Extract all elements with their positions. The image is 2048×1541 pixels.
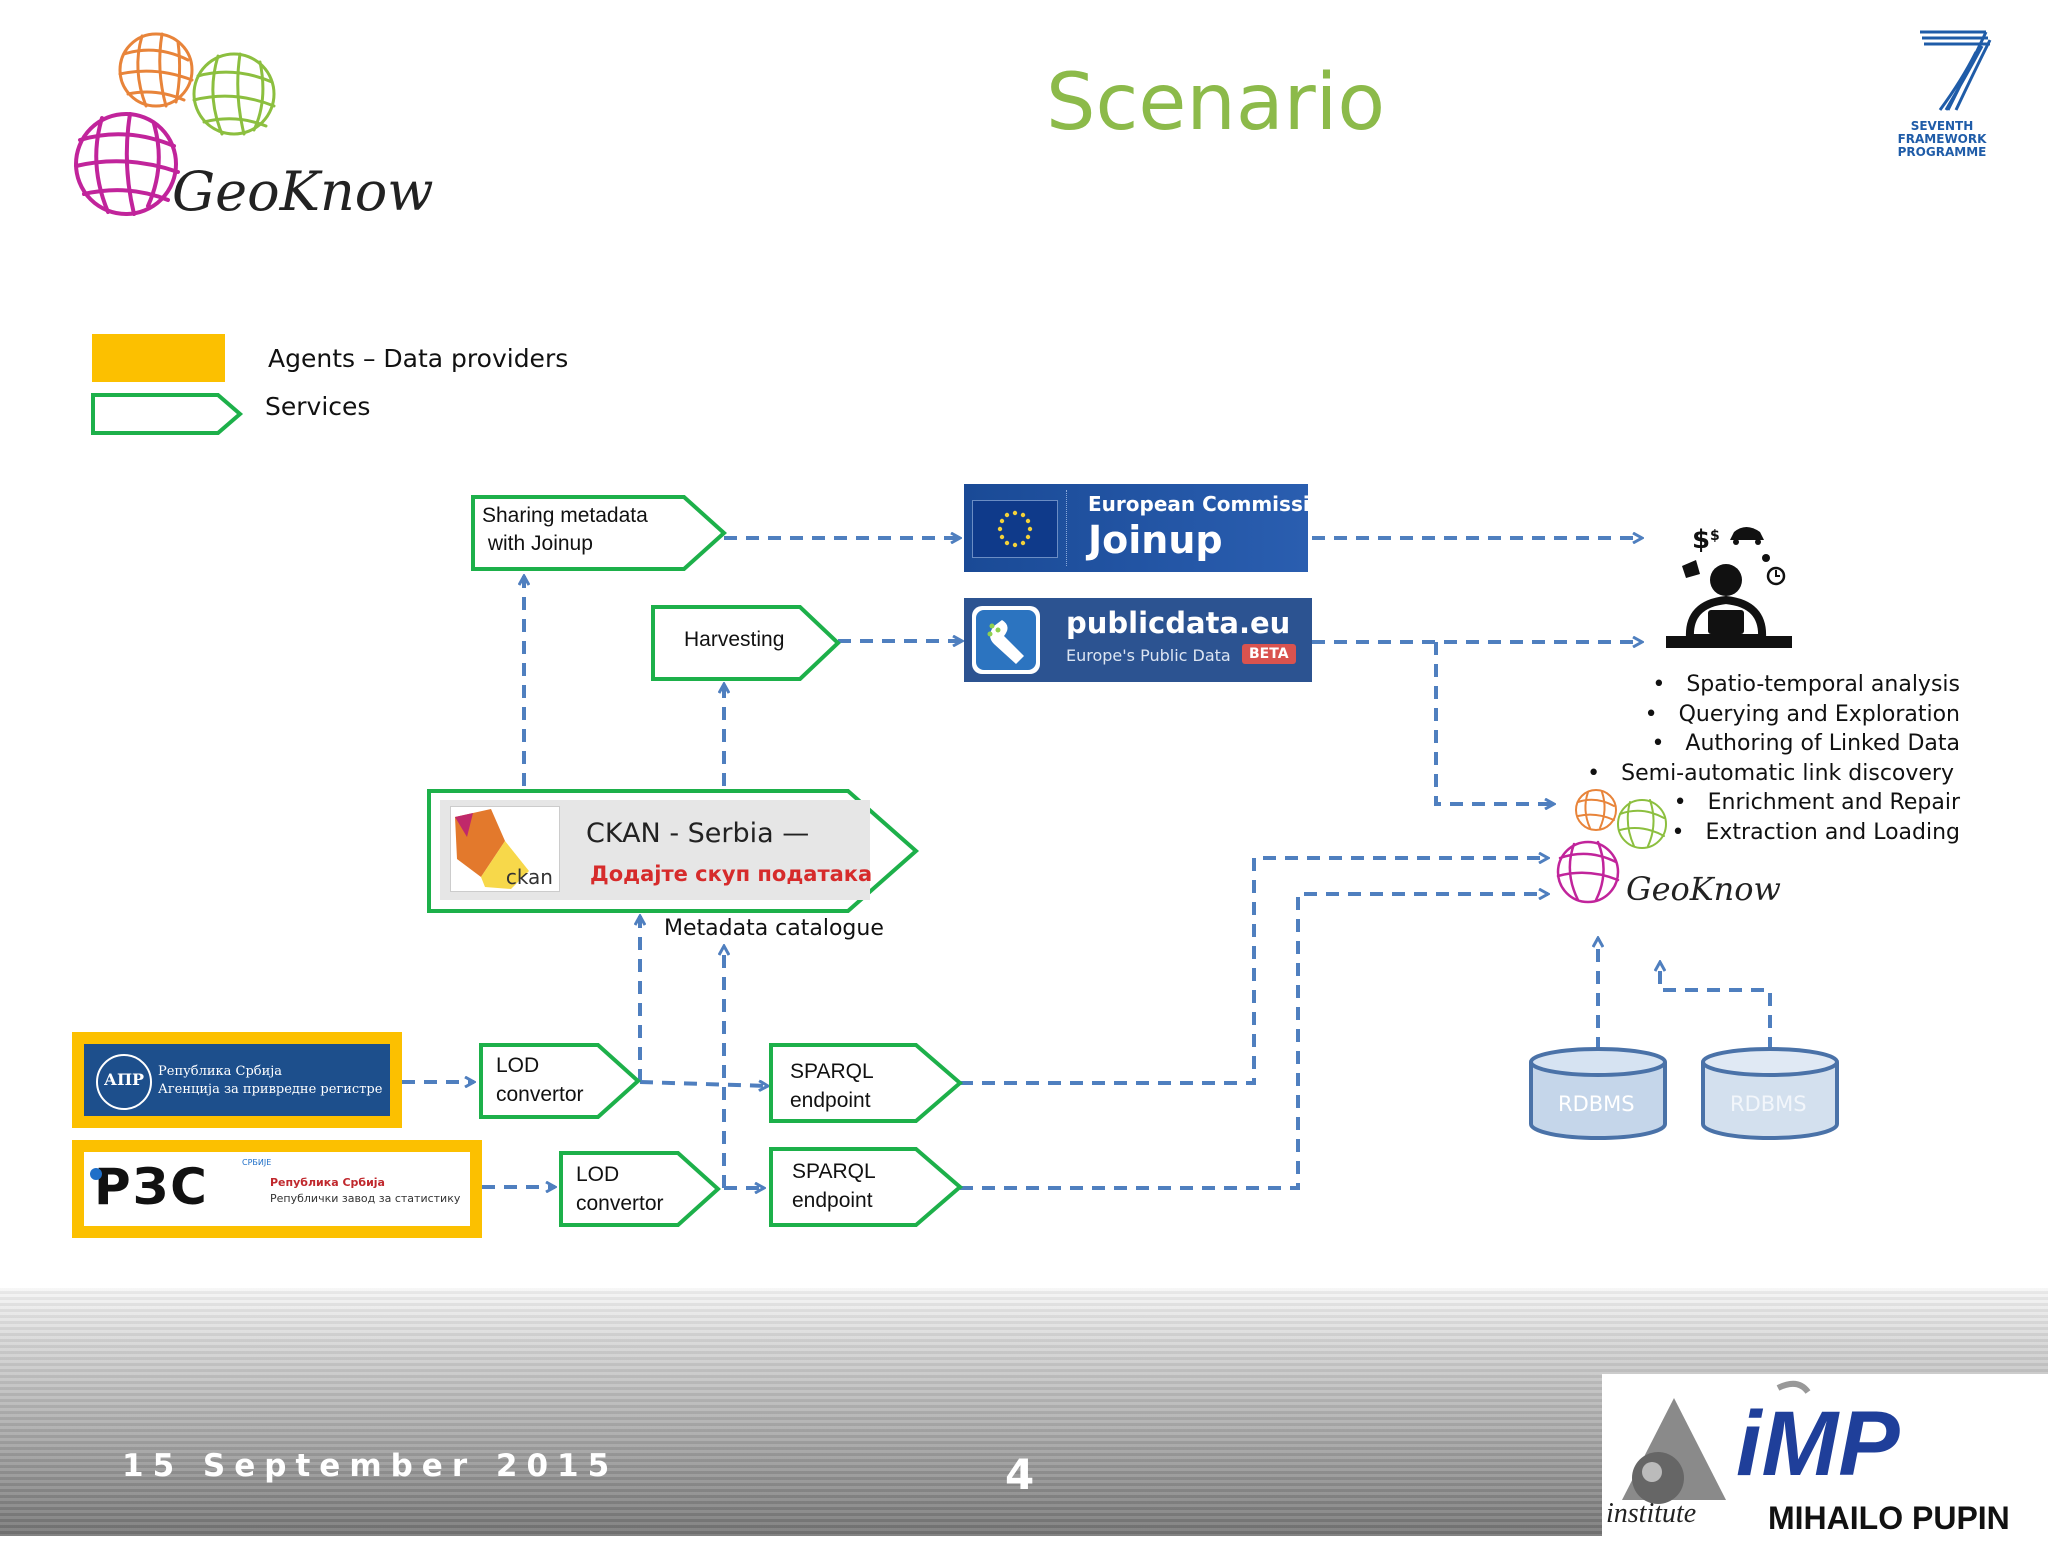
arrow-sparql2-geoknow <box>960 894 1548 1190</box>
geoknow-logo-text: GeoKnow <box>172 160 434 223</box>
rdbms-database-1 <box>1529 1047 1667 1140</box>
ckan-caption: Metadata catalogue <box>664 916 884 941</box>
legend-services-swatch <box>91 393 244 435</box>
fp7-logo-text: SEVENTH FRAMEWORK PROGRAMME <box>1897 119 1987 159</box>
ckan-subtitle: Додајте скуп података <box>590 862 873 886</box>
service-lod1-line2: convertor <box>496 1083 584 1106</box>
service-sharing-line1: Sharing metadata <box>482 504 648 527</box>
legend-agents-label: Agents – Data providers <box>268 344 569 373</box>
rdbms-label-2: RDBMS <box>1730 1092 1807 1116</box>
geoknow-small-logo-text: GeoKnow <box>1626 870 1781 908</box>
fp7-logo: SEVENTH FRAMEWORK PROGRAMME <box>1866 26 2016 159</box>
service-sparql2-line1: SPARQL <box>792 1160 876 1183</box>
function-item: Authoring of Linked Data <box>1587 729 1960 759</box>
service-lod2-line2: convertor <box>576 1192 664 1215</box>
service-harvesting-label: Harvesting <box>684 628 785 651</box>
rzs-dot-icon <box>90 1168 102 1180</box>
eu-flag <box>972 500 1058 558</box>
legend-services-label: Services <box>265 392 371 421</box>
ckan-title: CKAN - Serbia — <box>586 818 810 849</box>
service-sharing-metadata <box>471 495 727 571</box>
publicdata-wrench-icon <box>972 606 1040 674</box>
publicdata-banner: publicdata.eu Europe's Public Data BETA <box>964 598 1312 682</box>
service-lod-convertor-2 <box>559 1151 721 1227</box>
imp-letters: iMP <box>1736 1393 1900 1495</box>
service-lod2-line1: LOD <box>576 1163 620 1186</box>
apr-line2: Агенција за привредне регистре <box>158 1082 383 1097</box>
publicdata-tagline: Europe's Public Data <box>1066 646 1231 665</box>
slide-date: 15 September 2015 <box>122 1448 619 1484</box>
function-item: Querying and Exploration <box>1587 700 1960 730</box>
rzs-line2: Републички завод за статистику <box>270 1192 461 1205</box>
svg-text:$: $ <box>1692 525 1710 555</box>
arrow-publicdata-geoknow <box>1434 642 1554 804</box>
publicdata-name: publicdata.eu <box>1066 606 1291 640</box>
service-sparql-endpoint-1 <box>769 1043 964 1123</box>
user-at-desk-icon: $ $ <box>1666 525 1792 648</box>
arrow-sparql1-geoknow <box>960 858 1548 1085</box>
rdbms-label-1: RDBMS <box>1558 1092 1635 1116</box>
slide-title: Scenario <box>1046 58 1386 148</box>
imp-name: MIHAILO PUPIN <box>1768 1500 2010 1536</box>
geoknow-small-logo <box>1556 789 1667 904</box>
service-lod1-line1: LOD <box>496 1054 540 1077</box>
geoknow-logo <box>38 14 468 254</box>
imp-institute-word: institute <box>1606 1498 1697 1529</box>
function-item: Spatio-temporal analysis <box>1587 670 1960 700</box>
service-sharing-line2: with Joinup <box>482 532 593 555</box>
service-harvesting <box>651 605 841 681</box>
geoknow-function-list: Spatio-temporal analysis Querying and Ex… <box>1587 670 1960 847</box>
service-sparql2-line2: endpoint <box>792 1189 873 1212</box>
service-sparql1-line1: SPARQL <box>790 1060 874 1083</box>
apr-line1: Република Србија <box>158 1064 283 1079</box>
rzs-line1: Република Србија <box>270 1176 385 1189</box>
rdbms-database-2 <box>1701 1047 1839 1140</box>
service-lod-convertor-1 <box>479 1043 641 1119</box>
function-item: Enrichment and Repair <box>1587 788 1960 818</box>
joinup-line2: Joinup <box>1088 518 1223 562</box>
ckan-logo-text: ckan <box>505 865 553 889</box>
joinup-banner: European Commission Joinup <box>964 484 1338 572</box>
function-item: Extraction and Loading <box>1587 818 1960 848</box>
service-sparql-endpoint-2 <box>769 1147 964 1227</box>
rzs-small-text: СРБИЈЕ <box>242 1158 272 1167</box>
agent-apr: АПР Република Србија Агенција за привред… <box>72 1032 402 1128</box>
publicdata-beta-badge: BETA <box>1242 644 1296 664</box>
arrow-lod1-sparql1 <box>639 1082 768 1086</box>
apr-emblem-text: АПР <box>103 1070 145 1089</box>
ckan-logo: ckan <box>450 806 560 892</box>
apr-emblem-icon: АПР <box>96 1054 152 1110</box>
page-number: 4 <box>1005 1450 1035 1499</box>
imp-institute-logo: iMP institute MIHAILO PUPIN <box>1602 1374 2048 1536</box>
svg-text:$: $ <box>1710 528 1720 544</box>
joinup-line1: European Commission <box>1088 492 1338 516</box>
service-sparql1-line2: endpoint <box>790 1089 871 1112</box>
arrow-rdbms2-geoknow <box>1660 962 1772 1050</box>
rzs-logo-mark: РЗС <box>94 1158 209 1216</box>
function-item: Semi-automatic link discovery <box>1587 759 1954 789</box>
agent-rzs: РЗС СРБИЈЕ Република Србија Републички з… <box>72 1140 482 1238</box>
legend-agents-swatch <box>92 334 225 382</box>
